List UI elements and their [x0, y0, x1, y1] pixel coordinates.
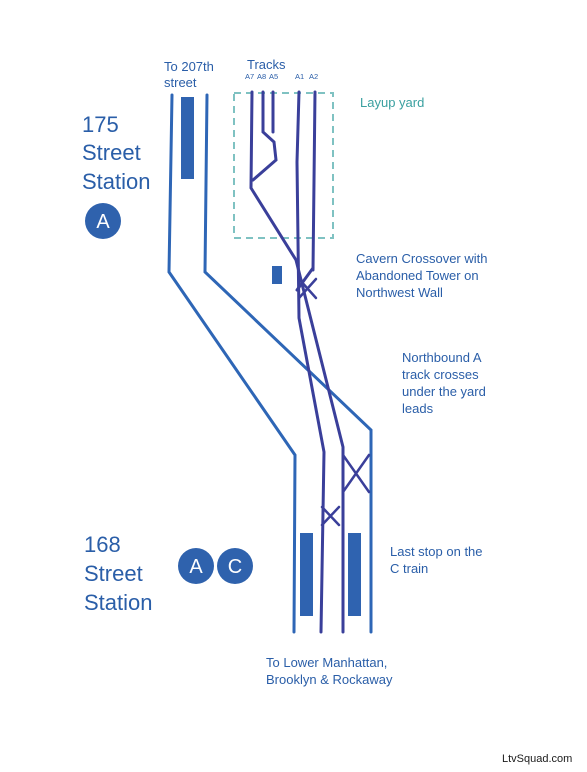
station-168-line-3: Station	[84, 590, 153, 615]
track-id-a5: A5	[269, 72, 278, 81]
crossover-large	[341, 453, 371, 494]
platform-175-street	[181, 97, 194, 179]
layup-yard-label: Layup yard	[360, 95, 424, 110]
track-id-a8: A8	[257, 72, 266, 81]
track-a2	[311, 90, 317, 272]
track-east	[203, 93, 373, 634]
to-207th-line-2: street	[164, 75, 197, 90]
route-bullet-a-168-text: A	[189, 556, 203, 578]
station-175-name: 175 Street Station	[82, 112, 151, 194]
track-id-a2: A2	[309, 72, 318, 81]
northbound-note-line-2: track crosses	[402, 367, 479, 382]
last-stop-note: Last stop on the C train	[390, 544, 486, 576]
credit-label: LtvSquad.com	[502, 753, 572, 765]
northbound-note: Northbound A track crosses under the yar…	[402, 350, 489, 416]
local-tracks	[167, 93, 373, 634]
yard-tracks	[249, 90, 345, 634]
crossovers	[297, 277, 371, 527]
abandoned-tower	[272, 266, 282, 284]
station-175-line-3: Station	[82, 169, 151, 194]
track-west	[167, 93, 297, 634]
cavern-note-line-2: Abandoned Tower on	[356, 268, 479, 283]
track-id-a7: A7	[245, 72, 254, 81]
last-stop-line-1: Last stop on the	[390, 544, 483, 559]
cavern-note-line-3: Northwest Wall	[356, 285, 443, 300]
to-lower-line-1: To Lower Manhattan,	[266, 655, 387, 670]
track-id-a1: A1	[295, 72, 304, 81]
northbound-note-line-4: leads	[402, 401, 434, 416]
route-bullet-c-168-text: C	[228, 556, 242, 578]
route-bullet-a-175-text: A	[96, 211, 110, 233]
cavern-note-line-1: Cavern Crossover with	[356, 251, 488, 266]
track-a8	[251, 90, 278, 182]
route-bullet-a-168: A	[178, 548, 214, 584]
route-bullet-c-168: C	[217, 548, 253, 584]
layup-yard-boundary	[233, 92, 334, 239]
northbound-note-line-3: under the yard	[402, 384, 486, 399]
crossover-small	[320, 505, 341, 527]
platform-168-east	[348, 533, 361, 616]
track-a2-connector	[295, 266, 315, 292]
to-lower-line-2: Brooklyn & Rockaway	[266, 672, 393, 687]
cavern-crossover	[297, 277, 318, 300]
tracks-title: Tracks	[247, 57, 286, 72]
platforms	[181, 97, 361, 616]
route-bullet-a-175: A	[85, 203, 121, 239]
cavern-crossover-note: Cavern Crossover with Abandoned Tower on…	[356, 251, 491, 300]
station-168-line-1: 168	[84, 532, 121, 557]
last-stop-line-2: C train	[390, 561, 428, 576]
northbound-note-line-1: Northbound A	[402, 350, 482, 365]
station-175-line-2: Street	[82, 140, 141, 165]
platform-168-west	[300, 533, 313, 616]
track-a1	[295, 90, 326, 634]
track-id-labels: A7 A8 A5 A1 A2	[245, 72, 318, 81]
station-168-line-2: Street	[84, 561, 143, 586]
to-lower-manhattan-label: To Lower Manhattan, Brooklyn & Rockaway	[266, 655, 393, 687]
track-a7	[249, 90, 345, 634]
to-207th-label: To 207th street	[164, 59, 218, 90]
to-207th-line-1: To 207th	[164, 59, 214, 74]
station-175-line-1: 175	[82, 112, 119, 137]
station-168-name: 168 Street Station	[84, 532, 153, 615]
